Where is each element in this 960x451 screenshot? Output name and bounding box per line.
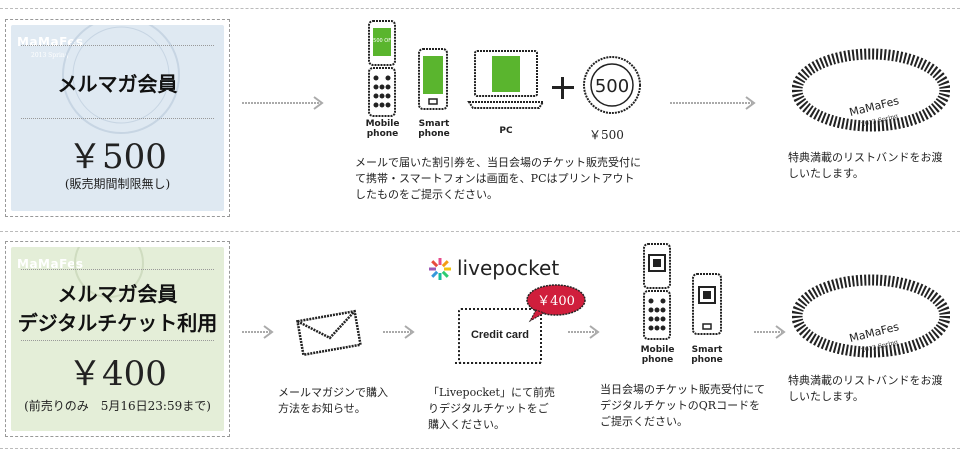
badge-price: ￥400: [537, 294, 575, 309]
envelope-icon: [296, 309, 362, 357]
card-title-2: デジタルチケット利用: [17, 311, 218, 335]
mamafes-logo-sub: 2013 Spring: [31, 52, 69, 59]
coupon-value: 500: [595, 76, 629, 97]
label-mobile-phone: Mobile phone: [640, 345, 675, 365]
card-note: (販売期間制限無し): [64, 177, 171, 191]
livepocket-caption: 「Livepocket」にて前売りデジタルチケットをご購入ください。: [428, 386, 555, 431]
label-mobile-phone: Mobile phone: [365, 119, 400, 139]
coupon-price: ￥500: [589, 128, 624, 142]
screen-text: ¥500 OFF: [370, 38, 394, 44]
credit-card-shadow: [455, 356, 541, 364]
card-dotline: [21, 45, 214, 46]
arrow-right-icon: [754, 325, 786, 339]
card-dotline: [21, 340, 214, 341]
plus-icon: [552, 77, 574, 99]
label-smartphone: Smart phone: [418, 119, 450, 139]
mail-caption: メールマガジンで購入方法をお知らせ。: [278, 386, 388, 415]
wristband-icon: MaMaFes 2013 Spring: [792, 274, 950, 358]
coupon-icon: 500: [583, 56, 641, 114]
laptop-icon: [467, 50, 545, 109]
card-dotline: [21, 269, 214, 270]
card-price: ￥400: [68, 354, 167, 394]
livepocket-logo-icon: [429, 258, 451, 280]
card-price: ￥500: [68, 137, 167, 177]
plan-card-mailmag: MaMaFes 2013 Spring メルマガ会員 ￥500 (販売期間制限無…: [5, 19, 230, 217]
smartphone-qr-icon: [692, 273, 722, 335]
wristband-icon: MaMaFes 2013 Spring: [792, 48, 950, 132]
livepocket-wordmark: livepocket: [457, 256, 560, 280]
watermark-stamp-icon: [74, 247, 144, 298]
divider-middle: [0, 231, 960, 232]
price-tag-icon: ￥400: [526, 284, 586, 323]
qr-caption: 当日会場のチケット販売受付にてデジタルチケットのQRコードをご提示ください。: [600, 383, 765, 428]
arrow-right-icon: [670, 96, 756, 110]
mobile-phone-icon: ¥500 OFF: [368, 20, 396, 117]
watermark-stamp-icon: [62, 25, 180, 134]
band-caption: 特典満載のリストバンドをお渡しいたします。: [788, 374, 943, 403]
card-dotline: [21, 118, 214, 119]
card-title: メルマガ会員: [57, 282, 178, 306]
arrow-right-icon: [568, 325, 600, 339]
mobile-phone-qr-icon: [643, 243, 671, 340]
band-caption: 特典満載のリストバンドをお渡しいたします。: [788, 151, 943, 180]
arrow-right-icon: [242, 96, 324, 110]
arrow-right-icon: [383, 325, 415, 339]
plan-card-digital: MaMaFes メルマガ会員 デジタルチケット利用 ￥400 (前売りのみ 5月…: [5, 241, 230, 437]
credit-card-icon: Credit card: [458, 308, 542, 364]
label-pc: PC: [499, 126, 513, 136]
coupon-caption: メールで届いた割引券を、当日会場のチケット販売受付にて携帯・スマートフォンは画面…: [355, 156, 641, 201]
divider-bottom: [0, 448, 960, 449]
credit-card-label: Credit card: [470, 329, 530, 341]
label-smartphone: Smart phone: [691, 345, 723, 365]
mamafes-logo: MaMaFes: [17, 257, 84, 271]
smartphone-icon: [418, 48, 448, 110]
card-title: メルマガ会員: [57, 72, 178, 96]
arrow-right-icon: [242, 325, 274, 339]
divider-top: [0, 8, 960, 9]
card-note: (前売りのみ 5月16日23:59まで): [24, 399, 211, 413]
